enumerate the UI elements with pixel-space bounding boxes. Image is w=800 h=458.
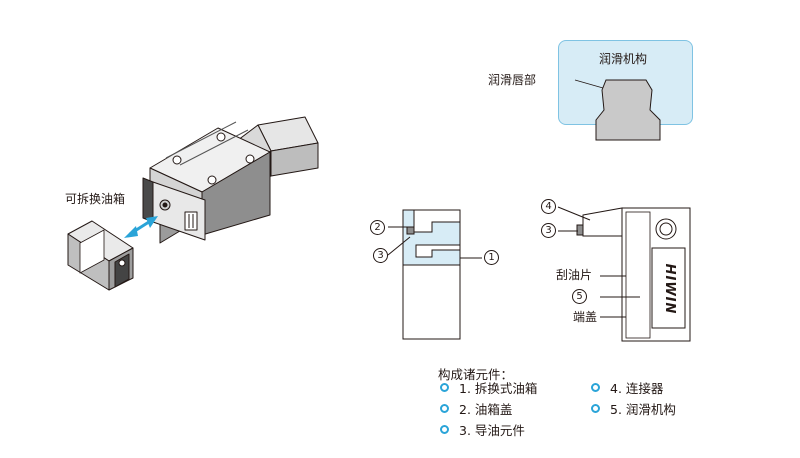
legend-item: 5. 润滑机构 — [591, 402, 676, 417]
bullet-ring-icon — [440, 383, 449, 392]
marker-4: 4 — [541, 199, 556, 214]
marker-3-side: 3 — [541, 223, 556, 238]
label-removable-oil-box: 可拆换油箱 — [65, 192, 126, 206]
bullet-ring-icon — [440, 404, 449, 413]
marker-2: 2 — [370, 220, 385, 235]
double-arrow-icon — [124, 216, 158, 238]
carriage-block — [142, 121, 271, 241]
label-lubrication-mechanism: 润滑机构 — [599, 52, 648, 66]
brand-logo: HIWIN — [662, 263, 677, 315]
bullet-ring-icon — [591, 383, 600, 392]
label-lubrication-lip: 润滑唇部 — [488, 73, 537, 87]
legend-item: 4. 连接器 — [591, 381, 663, 396]
legend-item: 2. 油箱盖 — [440, 402, 512, 417]
bullet-ring-icon — [591, 404, 600, 413]
label-end-cap: 端盖 — [573, 310, 598, 324]
marker-3-front: 3 — [373, 248, 388, 263]
legend-item: 1. 拆换式油箱 — [440, 381, 537, 396]
legend-title: 构成诸元件： — [438, 367, 514, 382]
marker-5: 5 — [572, 289, 587, 304]
bullet-ring-icon — [440, 425, 449, 434]
marker-1: 1 — [484, 250, 499, 265]
removable-oil-box — [67, 220, 134, 291]
label-scraper: 刮油片 — [556, 268, 593, 282]
legend-item: 3. 导油元件 — [440, 423, 525, 438]
